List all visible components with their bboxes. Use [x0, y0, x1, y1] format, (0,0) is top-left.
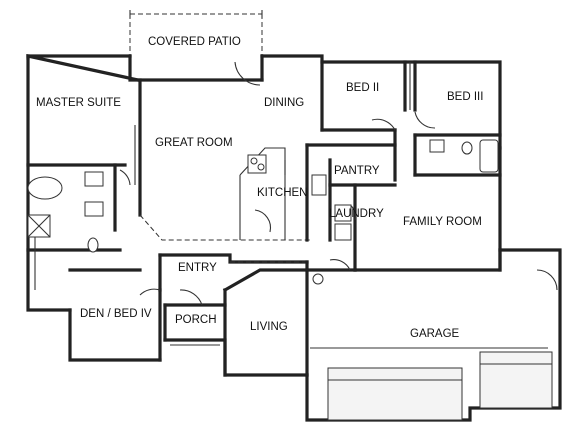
label-covered-patio: COVERED PATIO	[148, 36, 241, 48]
label-pantry: PANTRY	[334, 165, 380, 177]
label-laundry: LAUNDRY	[329, 208, 384, 220]
label-porch: PORCH	[175, 314, 217, 326]
door-swings	[119, 61, 558, 306]
label-great-room: GREAT ROOM	[155, 137, 233, 149]
interior-walls	[26, 60, 548, 377]
label-dining: DINING	[264, 97, 304, 109]
label-family-room: FAMILY ROOM	[403, 216, 482, 228]
covered-patio-outline	[129, 10, 263, 80]
label-master-suite: MASTER SUITE	[36, 97, 121, 109]
label-living: LIVING	[250, 321, 288, 333]
label-bed-2: BED II	[346, 82, 379, 94]
label-bed-3: BED III	[447, 91, 483, 103]
room-labels: COVERED PATIO MASTER SUITE DINING BED II…	[36, 36, 483, 340]
label-garage: GARAGE	[410, 328, 460, 340]
bathroom-fixtures	[27, 139, 499, 285]
label-den-bed-4: DEN / BED IV	[80, 308, 152, 320]
label-entry: ENTRY	[178, 262, 217, 274]
garage-doors	[327, 351, 553, 421]
label-kitchen: KITCHEN	[257, 187, 307, 199]
